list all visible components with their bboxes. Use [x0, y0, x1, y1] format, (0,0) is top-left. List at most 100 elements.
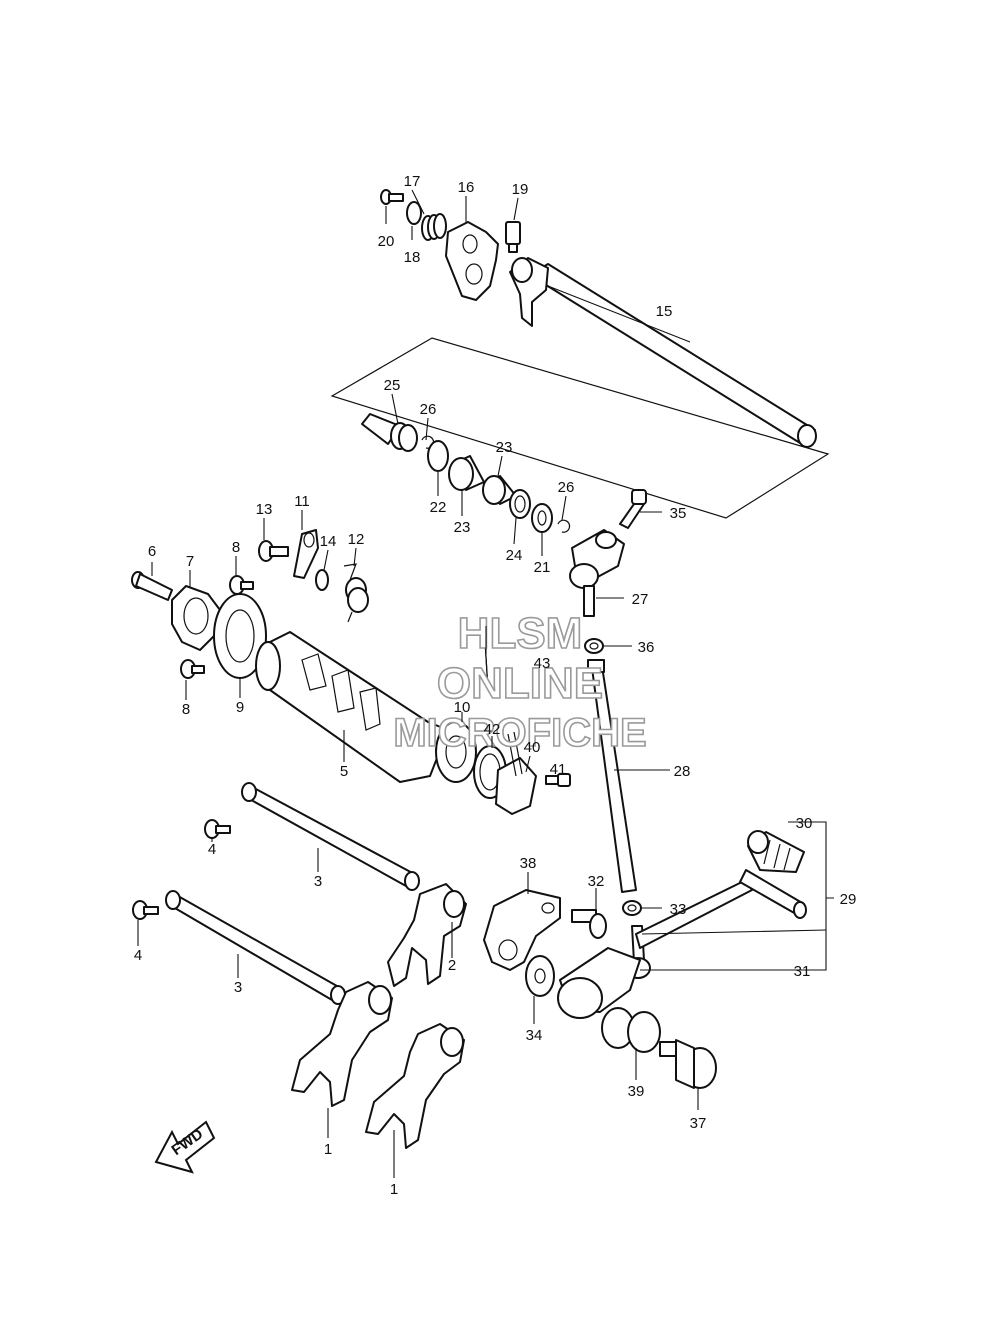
callout-2: 2	[448, 957, 456, 974]
drum-group	[131, 571, 571, 815]
callout-21: 21	[534, 559, 551, 576]
callout-38: 38	[520, 855, 537, 872]
part-38-bracket	[483, 889, 561, 971]
bracket-29	[818, 821, 834, 971]
part-19-bolt	[505, 221, 521, 253]
part-31-lever	[557, 925, 651, 1019]
part-20-bolt	[380, 189, 404, 205]
callout-22: 22	[430, 499, 447, 516]
part-32-bolt	[571, 909, 607, 939]
part-13-bolt	[258, 540, 289, 562]
part-23-bushing-a	[448, 455, 485, 491]
callout-30: 30	[796, 815, 813, 832]
callout-19: 19	[512, 181, 529, 198]
part-1-fork-b	[365, 1023, 465, 1149]
callout-39: 39	[628, 1083, 645, 1100]
part-39-washer	[601, 1007, 661, 1053]
part-24-seal	[509, 489, 531, 519]
callout-6: 6	[148, 543, 156, 560]
callout-32: 32	[588, 873, 605, 890]
callout-12: 12	[348, 531, 365, 548]
part-35-bolt	[619, 489, 647, 529]
callout-26a: 26	[420, 401, 437, 418]
part-5-drum	[255, 631, 477, 783]
part-14-washer	[315, 569, 329, 591]
callout-37: 37	[690, 1115, 707, 1132]
leader-15	[547, 285, 691, 343]
leader-17	[411, 189, 425, 215]
callout-35: 35	[670, 505, 687, 522]
fork-shafts	[132, 782, 420, 1005]
part-17-spring	[421, 213, 447, 241]
part-4-bolt-b	[132, 900, 159, 920]
leader-lines	[137, 189, 827, 1178]
part-21-washer	[531, 503, 553, 533]
callout-8a: 8	[232, 539, 240, 556]
leader-12	[353, 547, 357, 567]
bushing-row	[361, 413, 571, 533]
leader-25	[391, 393, 399, 425]
watermark: HLSM ONLINE MICROFICHE	[393, 608, 648, 756]
part-26-clip-b	[557, 519, 571, 533]
part-25-spring	[361, 413, 418, 452]
callout-4b: 4	[134, 947, 142, 964]
callout-9: 9	[236, 699, 244, 716]
part-2-fork	[387, 883, 467, 987]
part-1-fork-a	[291, 981, 393, 1107]
fwd-arrow: FWD	[154, 1120, 216, 1174]
callout-3a: 3	[314, 873, 322, 890]
callout-17: 17	[404, 173, 421, 190]
stopper-group	[258, 529, 369, 623]
part-33-nut	[622, 900, 642, 916]
callout-40: 40	[524, 739, 541, 756]
callout-31: 31	[794, 963, 811, 980]
part-6-pin	[131, 571, 173, 601]
callout-4a: 4	[208, 841, 216, 858]
callout-29: 29	[840, 891, 857, 908]
part-12-spring	[343, 563, 369, 623]
callout-25: 25	[384, 377, 401, 394]
callout-7: 7	[186, 553, 194, 570]
part-4-bolt-a	[204, 819, 231, 839]
part-37-bolt	[659, 1039, 717, 1089]
callout-24: 24	[506, 547, 523, 564]
callout-18: 18	[404, 249, 421, 266]
callout-11: 11	[294, 493, 310, 510]
callout-42: 42	[484, 721, 501, 738]
callout-20: 20	[378, 233, 395, 250]
leader-26b	[561, 495, 567, 521]
leader-19	[513, 197, 519, 221]
part-8-bolt-a	[229, 575, 254, 595]
callout-23b: 23	[496, 439, 513, 456]
part-18-washer	[406, 201, 422, 225]
callout-28: 28	[674, 763, 691, 780]
callout-41: 41	[550, 761, 567, 778]
part-3-shaft-a	[241, 782, 420, 891]
callout-labels: 1 1 2 3 3 4 4 5 6 7 8 8 9 10 11 12 13 14…	[134, 173, 857, 1198]
callout-3b: 3	[234, 979, 242, 996]
callout-5: 5	[340, 763, 348, 780]
callout-15: 15	[656, 303, 673, 320]
watermark-line1: HLSM	[458, 609, 583, 658]
linkage-group	[569, 489, 647, 893]
callout-8b: 8	[182, 701, 190, 718]
leader-26a	[425, 417, 429, 441]
part-30-rubber	[747, 830, 805, 873]
watermark-line2: ONLINE	[437, 659, 603, 708]
callout-14: 14	[320, 533, 337, 550]
callout-10: 10	[454, 699, 471, 716]
leader-29b	[641, 929, 827, 935]
part-28-rod	[587, 659, 637, 893]
part-15-shift-shaft	[509, 257, 817, 448]
leader-40	[525, 755, 531, 773]
part-41-bolt	[545, 773, 571, 787]
part-43-pin	[483, 623, 489, 691]
callout-36: 36	[638, 639, 655, 656]
callout-34: 34	[526, 1027, 543, 1044]
callout-16: 16	[458, 179, 475, 196]
part-27-lever	[569, 529, 625, 617]
callout-27: 27	[632, 591, 649, 608]
part-34-washer	[525, 955, 555, 997]
leader-24	[513, 517, 517, 545]
